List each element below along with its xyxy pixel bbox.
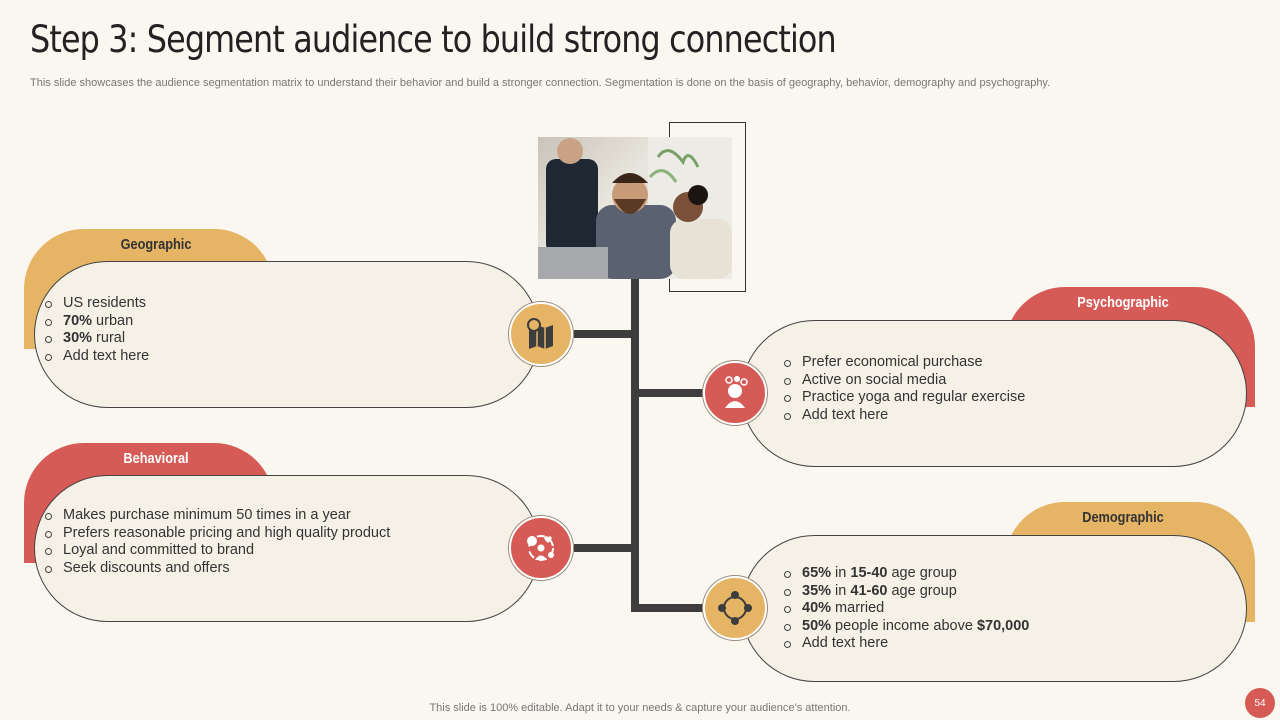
demographic-label: Demographic [1082,509,1164,526]
behavioral-card [34,475,540,622]
bullet-item: Seek discounts and offers [45,560,390,578]
geographic-icon-circle [509,302,573,366]
team-photo [538,137,732,279]
map-pin-icon [527,318,553,349]
connector-geographic [574,330,639,338]
bullet-item: Active on social media [784,372,1025,390]
people-network-icon [718,591,752,625]
bullet-item: Prefers reasonable pricing and high qual… [45,525,390,543]
page-title: Step 3: Segment audience to build strong… [30,18,837,61]
bullet-item: Prefer economical purchase [784,354,1025,372]
connector-trunk [631,279,639,612]
connector-demographic [631,604,704,612]
psychographic-label: Psychographic [1077,294,1169,311]
shopping-behavior-icon [527,535,554,561]
bullet-item: Loyal and committed to brand [45,542,390,560]
bullet-item: US residents [45,295,149,313]
bullet-item: 30% rural [45,330,149,348]
bullet-item: Add text here [45,348,149,366]
demographic-card [741,535,1247,682]
behavioral-label: Behavioral [123,450,189,467]
bullet-item: Add text here [784,635,1029,653]
demographic-icon-circle [703,576,767,640]
behavioral-list: Makes purchase minimum 50 times in a yea… [45,507,390,577]
connector-behavioral [574,544,639,552]
footer-note: This slide is 100% editable. Adapt it to… [429,702,851,714]
bullet-item: 35% in 41-60 age group [784,583,1029,601]
psychographic-card [741,320,1247,467]
page-subtitle: This slide showcases the audience segmen… [30,77,1051,89]
geographic-label: Geographic [120,236,192,253]
bullet-item: 50% people income above $70,000 [784,618,1029,636]
behavioral-icon-circle [509,516,573,580]
bullet-item: Makes purchase minimum 50 times in a yea… [45,507,390,525]
bullet-item: 70% urban [45,313,149,331]
bullet-item: 40% married [784,600,1029,618]
bullet-item: Practice yoga and regular exercise [784,389,1025,407]
bullet-item: Add text here [784,407,1025,425]
mind-user-icon [725,376,748,408]
geographic-card [34,261,540,408]
psychographic-icon-circle [703,361,767,425]
page-number: 54 [1245,688,1275,718]
bullet-item: 65% in 15-40 age group [784,565,1029,583]
connector-psychographic [631,389,704,397]
